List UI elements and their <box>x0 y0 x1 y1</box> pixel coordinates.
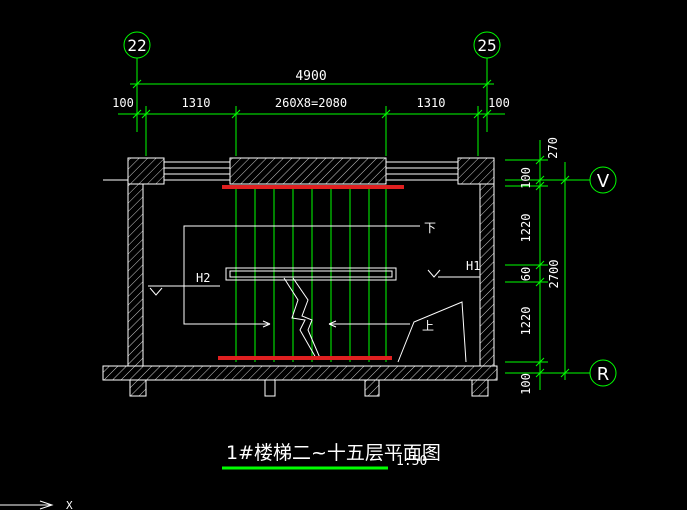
stair-break-line-2 <box>292 277 321 359</box>
dim-left-span: 1310 <box>182 96 211 110</box>
right-dimensions <box>505 140 575 390</box>
axis-label-25: 25 <box>477 36 496 55</box>
highlight-bar-bottom <box>218 356 392 360</box>
dim-wall-top: 100 <box>519 167 533 189</box>
axis-bubble-25: 25 <box>473 31 501 132</box>
drawing-title: 1#楼梯二~十五层平面图 <box>226 442 441 464</box>
ucs-x-label: X <box>66 499 73 510</box>
dim-overall-width: 4900 <box>295 69 326 84</box>
dim-middle-span: 260X8=2080 <box>275 96 347 110</box>
level-marker-h1 <box>427 269 480 278</box>
label-h1: H1 <box>466 259 480 273</box>
dim-left-end: 100 <box>112 96 134 110</box>
dim-wall-bottom: 100 <box>519 373 533 395</box>
top-dimensions <box>118 79 505 156</box>
axis-label-r: R <box>597 364 610 385</box>
dim-right-end: 100 <box>488 96 510 110</box>
door-outline <box>397 301 467 363</box>
handrail <box>225 267 397 281</box>
walking-line <box>183 225 420 328</box>
label-h2: H2 <box>196 271 210 285</box>
walls <box>102 157 498 397</box>
stair-break-line <box>283 277 317 359</box>
dim-lower-run: 1220 <box>519 307 533 336</box>
dim-upper-run: 1220 <box>519 214 533 243</box>
dim-right-span: 1310 <box>417 96 446 110</box>
dim-top-offset: 270 <box>546 137 560 159</box>
axis-label-v: V <box>597 171 610 192</box>
label-up: 上 <box>422 319 434 333</box>
axis-label-22: 22 <box>127 36 146 55</box>
stair-treads <box>235 188 387 362</box>
drawing-scale: 1:50 <box>396 454 427 469</box>
label-down: 下 <box>424 221 436 235</box>
ucs-icon <box>0 500 54 510</box>
highlight-bar-top <box>222 185 404 189</box>
dim-overall-depth: 2700 <box>547 260 561 289</box>
dim-landing: 60 <box>519 267 533 281</box>
level-marker-h2 <box>148 285 220 296</box>
